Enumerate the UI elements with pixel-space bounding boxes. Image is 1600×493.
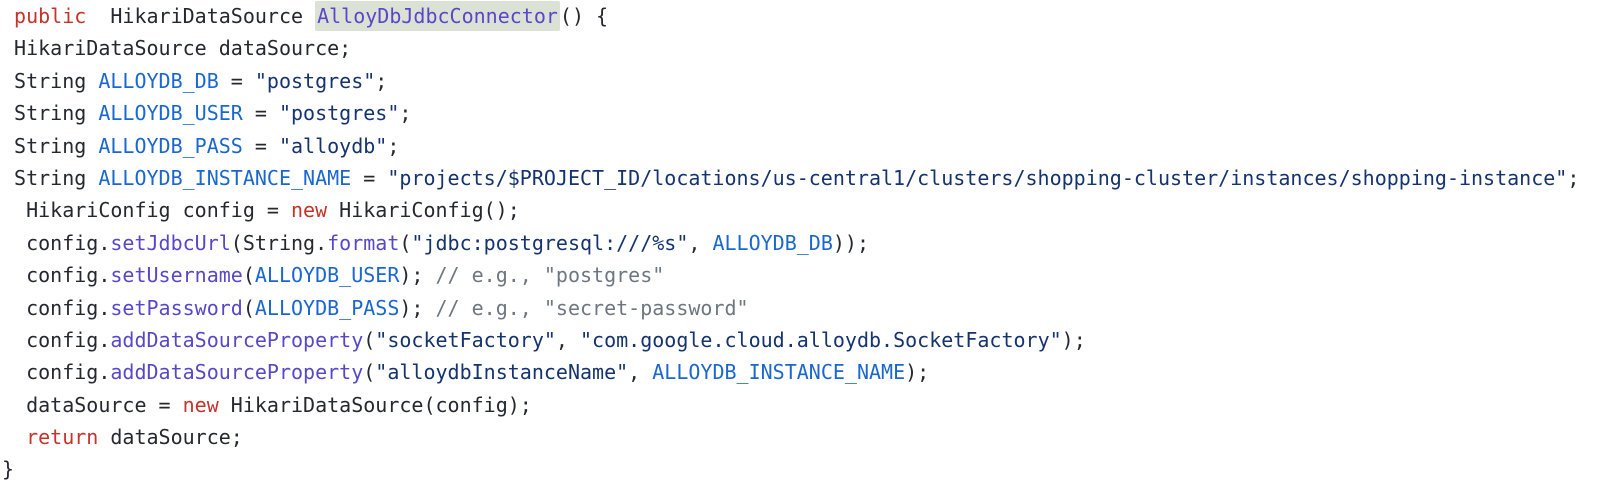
code-token: String (2, 165, 99, 190)
code-line: config.setPassword(ALLOYDB_PASS); // e.g… (2, 292, 1600, 324)
code-token: "alloydbInstanceName" (375, 360, 629, 385)
code-token (2, 425, 26, 449)
code-token: ); (399, 295, 436, 320)
code-line: dataSource = new HikariDataSource(config… (2, 389, 1600, 421)
code-line: return dataSource; (2, 421, 1600, 453)
code-token: config. (2, 295, 111, 320)
code-line: String ALLOYDB_DB = "postgres"; (2, 65, 1600, 97)
code-token: // e.g., "secret-password" (435, 295, 749, 320)
code-token: setJdbcUrl (110, 230, 231, 255)
code-token: (String. (230, 230, 328, 255)
code-token: ( (363, 327, 376, 352)
code-token: "com.google.cloud.alloydb.SocketFactory" (580, 327, 1062, 352)
code-token: setPassword (110, 295, 243, 320)
code-token: HikariDataSource dataSource; (2, 36, 352, 61)
code-token: "socketFactory" (375, 327, 556, 352)
code-token: HikariDataSource(config); (218, 392, 532, 417)
code-token: ); (905, 360, 930, 385)
code-token: ; (1567, 165, 1580, 190)
code-line: HikariConfig config = new HikariConfig()… (2, 194, 1600, 226)
code-token: HikariDataSource (86, 4, 316, 28)
code-token: dataSource; (98, 425, 243, 450)
code-token: ( (363, 360, 376, 385)
code-line: config.addDataSourceProperty("alloydbIns… (2, 356, 1600, 388)
code-line: config.setJdbcUrl(String.format("jdbc:po… (2, 227, 1600, 259)
code-token: ALLOYDB_INSTANCE_NAME (98, 165, 352, 190)
code-token: HikariConfig(); (327, 198, 520, 223)
code-line: HikariDataSource dataSource; (2, 32, 1600, 64)
code-token: ALLOYDB_DB (712, 230, 833, 255)
code-token: "projects/$PROJECT_ID/locations/us-centr… (387, 165, 1568, 190)
code-token: public (14, 4, 87, 28)
code-token: HikariConfig config = (2, 198, 291, 223)
code-token: ALLOYDB_USER (254, 263, 400, 288)
code-token: addDataSourceProperty (110, 327, 364, 352)
code-token: String (2, 101, 99, 126)
code-token: = (351, 165, 388, 190)
code-token: = (242, 133, 279, 158)
code-token: ; (399, 101, 412, 126)
code-token: dataSource = (2, 392, 183, 417)
code-token: , (688, 230, 713, 255)
code-line: String ALLOYDB_PASS = "alloydb"; (2, 130, 1600, 162)
highlighted-symbol: AlloyDbJdbcConnector (315, 1, 560, 31)
code-token: new (290, 198, 328, 223)
code-token: = (242, 101, 279, 126)
code-line: config.setUsername(ALLOYDB_USER); // e.g… (2, 259, 1600, 291)
code-token: ( (242, 295, 255, 320)
code-token: ALLOYDB_PASS (98, 133, 243, 158)
code-token: , (628, 360, 653, 385)
code-token: () { (559, 4, 609, 28)
code-token: config. (2, 327, 111, 352)
code-token: ; (387, 133, 400, 158)
code-token: new (182, 392, 219, 417)
code-token: ; (375, 68, 388, 93)
code-token: } (2, 457, 15, 482)
code-token: ALLOYDB_DB (98, 68, 219, 93)
code-line: String ALLOYDB_USER = "postgres"; (2, 97, 1600, 129)
code-token: ALLOYDB_USER (98, 101, 243, 126)
code-token: "jdbc:postgresql:///%s" (411, 230, 689, 255)
code-token: ALLOYDB_INSTANCE_NAME (652, 360, 906, 385)
code-line: String ALLOYDB_INSTANCE_NAME = "projects… (2, 162, 1600, 194)
code-token: config. (2, 230, 111, 255)
code-token (2, 4, 14, 28)
code-token: )); (832, 230, 870, 255)
code-line: } (2, 453, 1600, 485)
code-token: return (26, 425, 99, 450)
code-line: config.addDataSourceProperty("socketFact… (2, 324, 1600, 356)
code-token: addDataSourceProperty (110, 360, 364, 385)
code-token: config. (2, 263, 111, 288)
code-token: ( (399, 230, 412, 255)
code-token: config. (2, 360, 111, 385)
code-token: String (2, 133, 99, 158)
code-token: // e.g., "postgres" (435, 263, 665, 288)
code-token: setUsername (110, 263, 243, 288)
code-token: String (2, 68, 99, 93)
code-token: ALLOYDB_PASS (254, 295, 400, 320)
code-line: public HikariDataSource AlloyDbJdbcConne… (2, 0, 1600, 32)
code-token: "postgres" (278, 101, 400, 126)
code-token: ( (242, 263, 255, 288)
code-token: ); (399, 263, 436, 288)
code-token: , (555, 327, 581, 352)
code-token: format (327, 230, 400, 255)
code-token: ); (1061, 327, 1086, 352)
code-token: "postgres" (254, 68, 376, 93)
code-token: "alloydb" (278, 133, 388, 158)
code-token: = (218, 68, 255, 93)
